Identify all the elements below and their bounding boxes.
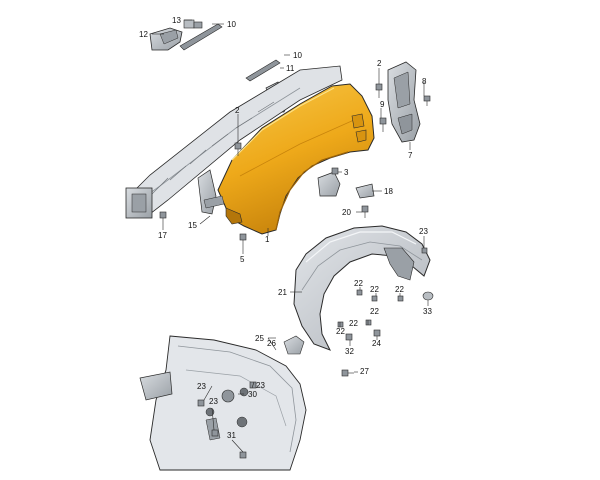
callout-labels: 13 10 12 10 11 2 8 9 2 7 3 18 20 17 15 1… — [139, 16, 432, 440]
bolt-icon — [239, 233, 247, 248]
callout-26: 26 — [267, 339, 276, 348]
bolt-icon — [379, 117, 387, 132]
leader-lines — [152, 19, 429, 453]
grommet-part-33 — [422, 291, 434, 301]
hardware-group — [159, 83, 431, 459]
callout-8: 8 — [422, 77, 427, 86]
callout-7: 7 — [408, 151, 413, 160]
callout-10: 10 — [227, 20, 236, 29]
callout-22: 22 — [336, 327, 345, 336]
callout-5: 5 — [240, 255, 245, 264]
bolt-icon — [361, 205, 369, 218]
callout-22: 22 — [395, 285, 404, 294]
bolt-icon — [375, 83, 383, 98]
callout-1: 1 — [265, 235, 270, 244]
callout-20: 20 — [342, 208, 351, 217]
callout-30: 30 — [248, 390, 257, 399]
bolt-icon — [397, 295, 404, 302]
bracket-part-18 — [355, 183, 375, 199]
bolt-icon — [197, 399, 205, 407]
callout-2: 2 — [377, 59, 382, 68]
callout-2: 2 — [235, 106, 240, 115]
callout-12: 12 — [139, 30, 148, 39]
callout-9: 9 — [380, 100, 385, 109]
strip-part-10-mid — [245, 59, 281, 82]
bolt-icon — [239, 451, 247, 459]
callout-10: 10 — [293, 51, 302, 60]
bolt-icon — [356, 289, 363, 296]
fender-part-1 — [217, 83, 375, 235]
bolt-icon — [423, 95, 431, 106]
callout-22: 22 — [354, 279, 363, 288]
callout-23: 23 — [197, 382, 206, 391]
wheel-arch-liner-part-21 — [293, 225, 431, 351]
clip-part-26 — [283, 335, 305, 355]
bolt-icon — [337, 321, 344, 328]
callout-22: 22 — [370, 285, 379, 294]
bracket-part-12 — [149, 27, 183, 51]
bolt-icon — [211, 429, 219, 437]
callout-22: 22 — [349, 319, 358, 328]
callout-23: 23 — [419, 227, 428, 236]
callout-33: 33 — [423, 307, 432, 316]
bolt-icon — [159, 211, 167, 224]
bracket-part-7 — [387, 61, 421, 143]
callout-15: 15 — [188, 221, 197, 230]
bolt-icon — [371, 295, 378, 302]
inner-body-panel — [139, 335, 307, 471]
bolt-icon — [421, 247, 428, 254]
callout-25: 25 — [255, 334, 264, 343]
callout-13: 13 — [172, 16, 181, 25]
callout-3: 3 — [344, 168, 349, 177]
bolt-icon — [365, 319, 372, 326]
callout-31: 31 — [227, 431, 236, 440]
callout-21: 21 — [278, 288, 287, 297]
bolt-icon — [373, 329, 381, 337]
callout-11: 11 — [286, 64, 295, 73]
callout-18: 18 — [384, 187, 393, 196]
callout-27: 27 — [360, 367, 369, 376]
callout-32: 32 — [345, 347, 354, 356]
bolt-icon — [341, 369, 354, 377]
bolt-icon — [345, 333, 353, 341]
callout-22: 22 — [370, 307, 379, 316]
callout-23: 23 — [256, 381, 265, 390]
bracket-part-15 — [197, 169, 225, 215]
clip-part-13 — [183, 19, 203, 29]
callout-23: 23 — [209, 397, 218, 406]
strip-part-10-top — [179, 23, 223, 51]
bracket-part-3 — [317, 171, 341, 197]
callout-24: 24 — [372, 339, 381, 348]
callout-17: 17 — [158, 231, 167, 240]
bolt-icon — [331, 167, 339, 175]
body-frame-rail — [125, 65, 343, 219]
